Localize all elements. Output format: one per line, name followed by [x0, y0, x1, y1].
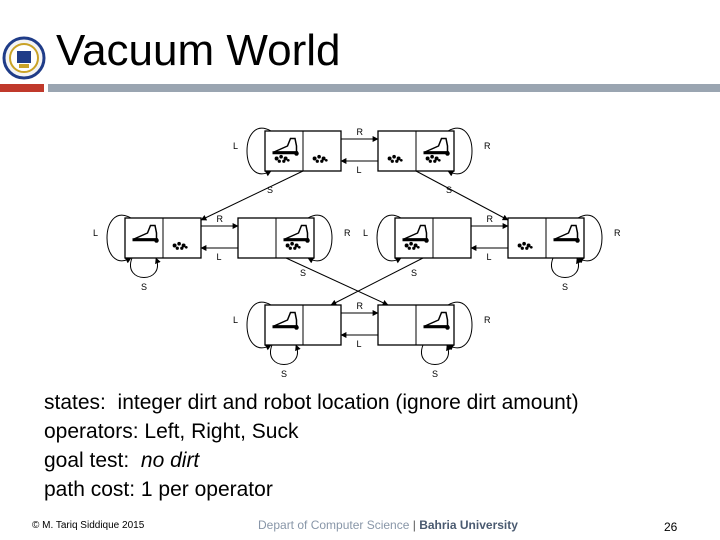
operator-label-left: L: [357, 165, 362, 175]
self-loop-arrow: [376, 214, 402, 264]
operator-label-right: R: [357, 301, 364, 311]
self-loop-arrow: [270, 344, 301, 365]
operator-label-right: R: [357, 127, 364, 137]
self-loop-arrow: [307, 214, 333, 264]
self-loop-arrow: [551, 257, 582, 278]
self-loop-arrow: [421, 344, 452, 365]
operator-label-left: L: [357, 339, 362, 349]
path-cost-text: 1 per operator: [135, 478, 273, 501]
operator-label-right: R: [484, 315, 491, 325]
goal-test-line: goal test: no dirt: [44, 446, 579, 475]
operator-label-suck: S: [300, 268, 306, 278]
operator-label-suck: S: [446, 185, 452, 195]
transition-arrow: [415, 170, 509, 221]
operator-label-suck: S: [562, 282, 568, 292]
title-rule: [48, 84, 720, 92]
footer-copyright: © M. Tariq Siddique 2015: [32, 520, 145, 531]
title-rule-accent: [0, 84, 44, 92]
self-loop-arrow: [577, 214, 603, 264]
states-line: states: integer dirt and robot location …: [44, 388, 579, 417]
footer-affiliation: Depart of Computer Science | Bahria Univ…: [258, 518, 518, 532]
states-label: states:: [44, 391, 106, 414]
footer-department: Depart of Computer Science: [258, 518, 410, 532]
self-loop-arrow: [447, 127, 473, 177]
self-loop-arrow: [106, 214, 132, 264]
operator-label-suck: S: [432, 369, 438, 379]
operator-label-right: R: [484, 141, 491, 151]
transition-arrow: [200, 170, 304, 221]
operator-label-left: L: [487, 252, 492, 262]
university-logo: [2, 36, 46, 80]
operator-label-left: L: [363, 228, 368, 238]
operator-label-left: L: [233, 141, 238, 151]
states-text: integer dirt and robot location (ignore …: [105, 391, 579, 414]
operator-label-right: R: [487, 214, 494, 224]
path-cost-label: path cost:: [44, 478, 136, 501]
operators-label: operators:: [44, 420, 139, 443]
self-loop-arrow: [130, 257, 161, 278]
operator-label-suck: S: [141, 282, 147, 292]
operator-label-right: R: [344, 228, 351, 238]
page-number: 26: [664, 520, 678, 534]
footer-university: Bahria University: [419, 518, 518, 532]
transition-arrow: [330, 257, 424, 306]
operator-label-suck: S: [411, 268, 417, 278]
slide-title: Vacuum World: [56, 26, 341, 75]
operators-line: operators: Left, Right, Suck: [44, 417, 579, 446]
goal-test-label: goal test:: [44, 449, 130, 472]
operator-label-right: R: [217, 214, 224, 224]
goal-test-text: no dirt: [129, 449, 200, 472]
self-loop-arrow: [246, 301, 272, 351]
slide-body: states: integer dirt and robot location …: [44, 388, 579, 504]
path-cost-line: path cost: 1 per operator: [44, 475, 579, 504]
operator-label-left: L: [217, 252, 222, 262]
operator-label-suck: S: [267, 185, 273, 195]
footer-separator: |: [409, 518, 420, 532]
self-loop-arrow: [246, 127, 272, 177]
self-loop-arrow: [447, 301, 473, 351]
transition-arrow: [285, 257, 389, 306]
operator-label-left: L: [233, 315, 238, 325]
operator-label-right: R: [614, 228, 621, 238]
operators-text: Left, Right, Suck: [138, 420, 299, 443]
operator-label-left: L: [93, 228, 98, 238]
operator-label-suck: S: [281, 369, 287, 379]
